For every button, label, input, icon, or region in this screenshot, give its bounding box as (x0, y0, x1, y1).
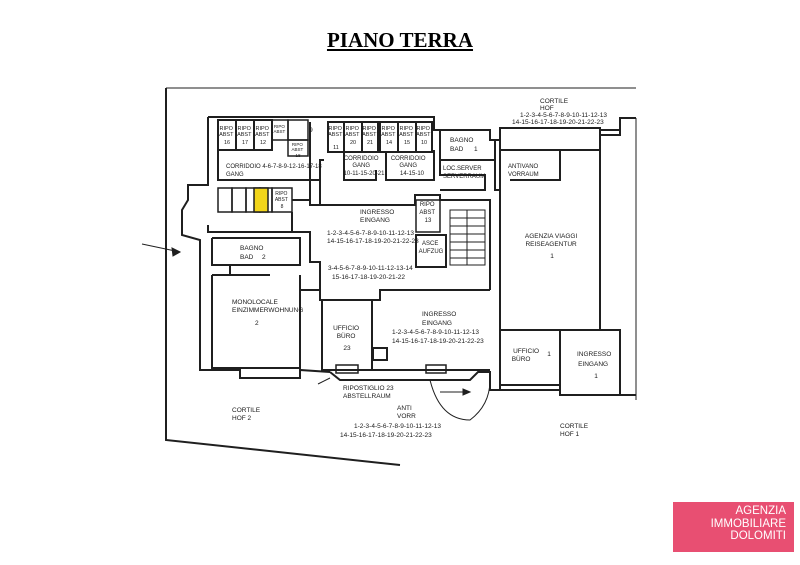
label-ripo-13: RIPO ABST 13 (419, 202, 436, 224)
label-cortile-hof-top: CORTILE HOF 1-2-3-4-5-6-7-8-9-10-11-12-1… (512, 98, 609, 126)
label-corridoio-1: CORRIDOIO 4-6-7-8-9-12-16-17-18 GANG (226, 164, 323, 178)
label-bagno-bad-2: BAGNO BAD 2 (240, 245, 266, 261)
label-anti-vorr: ANTI VORR 1-2-3-4-5-6-7-8-9-10-11-12-13 … (340, 405, 443, 439)
label-ascensore: ASCE AUFZUG (419, 241, 444, 255)
label-corridoio-3: CORRIDOIO GANG 14-15-10 (391, 156, 427, 177)
label-ripo-10: RIPO ABST 10 (416, 126, 432, 146)
walls (165, 87, 637, 466)
label-ufficio-1: UFFICIO BÜRO 1 (512, 348, 551, 363)
page-title: PIANO TERRA (326, 28, 474, 52)
label-ripo-14: RIPO ABST 14 (381, 126, 397, 146)
label-ripo-20: RIPO ABST 20 (345, 126, 361, 146)
label-ripostiglio: RIPOSTIGLIO 23 ABSTELLRAUM (343, 385, 395, 400)
label-ingresso-top: INGRESSO EINGANG 1-2-3-4-5-6-7-8-9-10-11… (327, 209, 419, 245)
label-cortile-hof-1: CORTILE HOF 1 (560, 423, 590, 438)
label-ingresso-mid: INGRESSO EINGANG 1-2-3-4-5-6-7-8-9-10-11… (392, 311, 484, 345)
agency-logo: AGENZIA IMMOBILIARE DOLOMITI (673, 502, 794, 552)
label-ripo-9: RIPO ABST 9 (274, 124, 314, 134)
label-ripo-17: RIPO ABST 17 (237, 126, 253, 146)
label-cortile-hof-2: CORTILE HOF 2 (232, 407, 262, 422)
label-ingresso-1: INGRESSO EINGANG 1 (577, 351, 613, 380)
label-ripo-15: RIPO ABST 15 (399, 126, 415, 146)
label-ripo-11: RIPO ABST 11 (328, 126, 344, 151)
label-ripo-12: RIPO ABST 12 (255, 126, 271, 146)
label-ripo-18: RIPO ABST 18 (292, 142, 305, 158)
label-ufficio-23: UFFICIO BÜRO 23 (333, 325, 361, 352)
logo-line-2: IMMOBILIARE (710, 517, 786, 530)
label-bagno-bad-1: BAGNO BAD 1 (450, 137, 478, 153)
logo-line-3: DOLOMITI (730, 530, 786, 542)
label-antivano: ANTIVANO VORRAUM (508, 164, 540, 178)
label-row-numbers: 3-4-5-6-7-8-9-10-11-12-13-14 15-16-17-18… (328, 265, 415, 281)
highlighted-storage (253, 187, 269, 213)
entrance-arrows (141, 243, 472, 396)
label-ripo-16: RIPO ABST 16 (219, 126, 235, 146)
label-corridoio-2: CORRIDOIO GANG 10-11-15-20-21 (344, 156, 386, 177)
logo-line-1: AGENZIA (735, 505, 786, 517)
label-agenzia: AGENZIA VIAGGI REISEAGENTUR 1 (525, 233, 579, 260)
label-monolocale: MONOLOCALE EINZIMMERWOHNUNG 2 (232, 299, 305, 327)
label-loc-server: LOC.SERVER SERVERRAUM (443, 166, 485, 180)
label-ripo-8: RIPO ABST 8 (275, 191, 289, 210)
label-ripo-21: RIPO ABST 21 (362, 126, 378, 146)
